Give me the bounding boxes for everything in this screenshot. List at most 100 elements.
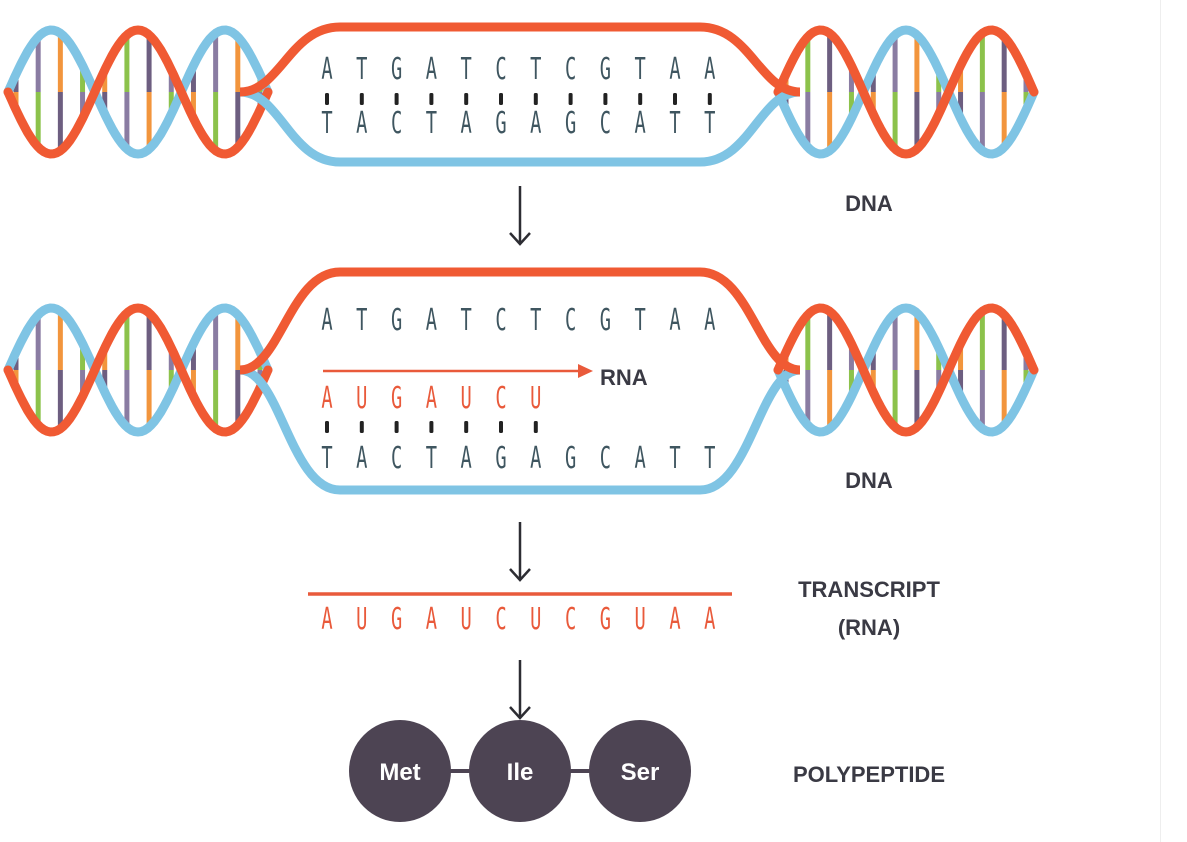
hydrogen-bond-bar — [359, 421, 364, 433]
dna-base: G — [495, 440, 506, 475]
dna-base: T — [356, 302, 367, 337]
dna-base: T — [635, 302, 646, 337]
dna-base: A — [356, 105, 367, 140]
dna-base: T — [635, 51, 646, 86]
transcript-base: U — [461, 601, 472, 636]
hydrogen-bond-bar — [325, 93, 329, 105]
dna-helix-top — [3, 25, 1039, 159]
amino-acid-ile: Ile — [469, 720, 571, 822]
page-edge-line — [1160, 0, 1161, 842]
dna-base: T — [461, 302, 472, 337]
rna-base: U — [356, 380, 367, 415]
transcript-base: U — [530, 601, 541, 636]
rna-base: A — [321, 380, 332, 415]
dna-base: C — [565, 51, 576, 86]
amino-acid-ser: Ser — [589, 720, 691, 822]
dna-base: T — [426, 440, 437, 475]
dna-base: A — [530, 105, 541, 140]
dna-base: A — [669, 51, 680, 86]
template-strand — [239, 22, 801, 97]
rna-base: G — [391, 380, 402, 415]
dna-base: G — [391, 51, 402, 86]
hydrogen-bond-bar — [499, 421, 503, 433]
dna-base: T — [704, 105, 715, 140]
dna-base: C — [600, 105, 611, 140]
rna-base: U — [530, 380, 541, 415]
dna-base: A — [704, 302, 715, 337]
transcript-base: A — [669, 601, 680, 636]
hydrogen-bond-bar — [464, 93, 469, 105]
dna-base: G — [495, 105, 506, 140]
template-strand — [239, 267, 801, 375]
dna-base: G — [391, 302, 402, 337]
hydrogen-bond-bar — [429, 93, 434, 105]
transcript-base: G — [600, 601, 611, 636]
dna-bubble-top — [239, 22, 801, 167]
dna-base: A — [635, 440, 646, 475]
rna-base: A — [426, 380, 437, 415]
dna-base: T — [356, 51, 367, 86]
dna-base: A — [426, 302, 437, 337]
hydrogen-bond-bar — [359, 93, 364, 105]
hydrogen-bond-bar — [568, 93, 573, 105]
coding-strand — [3, 25, 273, 159]
dna-base: A — [321, 51, 332, 86]
template-strand — [773, 303, 1039, 437]
dna-base: T — [530, 302, 541, 337]
coding-strand — [239, 87, 801, 167]
bottom-dna-base-pair-bars — [325, 421, 538, 433]
rna-direction-arrow — [323, 364, 593, 378]
hydrogen-bond-bar — [429, 421, 434, 433]
dna-base: C — [565, 302, 576, 337]
hydrogen-bond-bar — [533, 93, 538, 105]
dna-base: T — [530, 51, 541, 86]
rna-label: RNA — [600, 365, 648, 390]
right-arrow-icon — [578, 364, 593, 378]
hydrogen-bond-bar — [533, 421, 538, 433]
coding-strand — [773, 25, 1039, 159]
dna-base: A — [530, 440, 541, 475]
dna-base: T — [426, 105, 437, 140]
rna-base: U — [461, 380, 472, 415]
amino-acid-label: Ser — [621, 759, 660, 786]
rna-base: C — [495, 380, 506, 415]
hydrogen-bond-bar — [325, 421, 329, 433]
dna-base: T — [669, 105, 680, 140]
template-strand — [3, 25, 273, 159]
down-arrow-icon — [509, 186, 531, 246]
hydrogen-bond-bar — [394, 421, 399, 433]
dna-base: A — [635, 105, 646, 140]
dna-label-bottom: DNA — [845, 468, 893, 493]
down-arrow-icon — [509, 522, 531, 582]
dna-base: A — [461, 440, 472, 475]
dna-label-top: DNA — [845, 191, 893, 216]
dna-base: C — [495, 302, 506, 337]
coding-strand — [239, 365, 801, 495]
hydrogen-bond-bar — [673, 93, 677, 105]
dna-base: C — [391, 105, 402, 140]
dna-base: A — [356, 440, 367, 475]
coding-strand — [773, 303, 1039, 437]
dna-base: C — [600, 440, 611, 475]
dna-base: A — [426, 51, 437, 86]
transcript-label-rna: (RNA) — [838, 615, 900, 640]
transcript-base: A — [321, 601, 332, 636]
hydrogen-bond-bar — [499, 93, 503, 105]
dna-base: A — [669, 302, 680, 337]
hydrogen-bond-bar — [638, 93, 643, 105]
transcript-label: TRANSCRIPT — [798, 577, 940, 602]
coding-strand — [3, 303, 273, 437]
amino-acid-label: Ile — [507, 759, 534, 786]
dna-helix-bottom — [3, 303, 1039, 437]
polypeptide-label: POLYPEPTIDE — [793, 762, 945, 787]
template-strand — [773, 25, 1039, 159]
dna-base: T — [321, 440, 332, 475]
dna-base: G — [565, 440, 576, 475]
amino-acid-label: Met — [379, 759, 420, 786]
